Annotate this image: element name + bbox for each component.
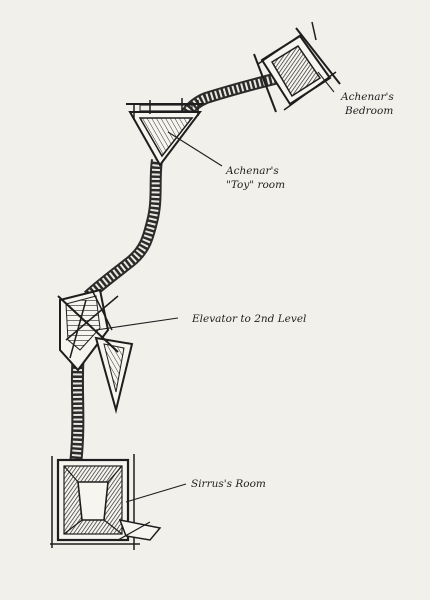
leader-bedroom bbox=[317, 71, 335, 93]
elevator-structure bbox=[57, 288, 134, 414]
label-toy-room-line2: "Toy" room bbox=[226, 179, 285, 191]
label-elevator: Elevator to 2nd Level bbox=[191, 313, 306, 325]
toy-room-structure bbox=[126, 98, 204, 167]
label-achenar-bedroom-line2: Bedroom bbox=[344, 105, 393, 117]
label-toy-room: Achenar's "Toy" room bbox=[225, 165, 285, 191]
label-sirrus-room: Sirrus's Room bbox=[191, 478, 266, 490]
label-toy-room-line1: Achenar's bbox=[225, 165, 279, 177]
leader-lines bbox=[95, 71, 335, 503]
leader-elevator bbox=[95, 317, 179, 331]
sirrus-room-structure bbox=[50, 454, 162, 550]
leader-toy-room bbox=[167, 131, 223, 167]
label-achenar-bedroom: Achenar's Bedroom bbox=[340, 91, 397, 117]
label-achenar-bedroom-line1: Achenar's bbox=[340, 91, 394, 103]
walkway-toy-to-elevator bbox=[83, 159, 163, 301]
achenar-bedroom-structure bbox=[253, 21, 341, 113]
leader-sirrus bbox=[125, 483, 187, 503]
